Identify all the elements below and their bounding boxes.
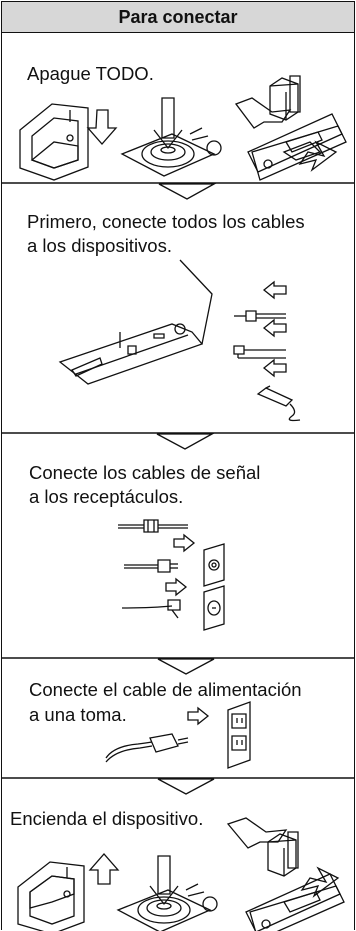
- step-4-text-line-1: Conecte el cable de alimentación: [29, 679, 302, 700]
- wall-switch-on-icon: [18, 862, 84, 931]
- power-cable-icon: [106, 734, 188, 762]
- signal-cable-icon: [124, 560, 178, 572]
- right-arrow-icon: [166, 535, 194, 595]
- coaxial-cable-icon: [118, 520, 188, 532]
- usb-cable-icon: [258, 386, 300, 421]
- push-button-icon: [118, 856, 217, 931]
- step-2-text-line-1: Primero, conecte todos los cables: [27, 211, 305, 232]
- wall-socket-icon: [204, 586, 224, 630]
- phone-cable-icon: [122, 600, 180, 618]
- unplug-icon: [236, 76, 300, 128]
- push-button-icon: [122, 98, 221, 176]
- left-arrow-icon: [264, 282, 286, 376]
- step-4-text-line-2: a una toma.: [29, 704, 127, 725]
- laptop-rear-ports-icon: [60, 260, 212, 384]
- up-arrow-icon: [90, 854, 118, 884]
- right-arrow-icon: [188, 708, 208, 724]
- network-cable-icon: [234, 346, 286, 358]
- power-switch-icon: [246, 868, 344, 931]
- plug-in-icon: [228, 818, 298, 876]
- wall-socket-icon: [204, 544, 224, 586]
- step-5-text: Encienda el dispositivo.: [10, 808, 204, 829]
- step-2-text-line-2: a los dispositivos.: [27, 235, 172, 256]
- down-arrow-icon: [88, 110, 116, 144]
- power-switch-icon: [248, 114, 346, 180]
- wall-switch-off-icon: [20, 104, 88, 180]
- panel-title: Para conectar: [2, 2, 354, 33]
- step-3-text-line-1: Conecte los cables de señal: [29, 462, 261, 483]
- audio-cable-icon: [234, 311, 286, 321]
- power-outlet-icon: [228, 702, 250, 768]
- step-1-text: Apague TODO.: [27, 63, 154, 84]
- step-3-text-line-2: a los receptáculos.: [29, 486, 184, 507]
